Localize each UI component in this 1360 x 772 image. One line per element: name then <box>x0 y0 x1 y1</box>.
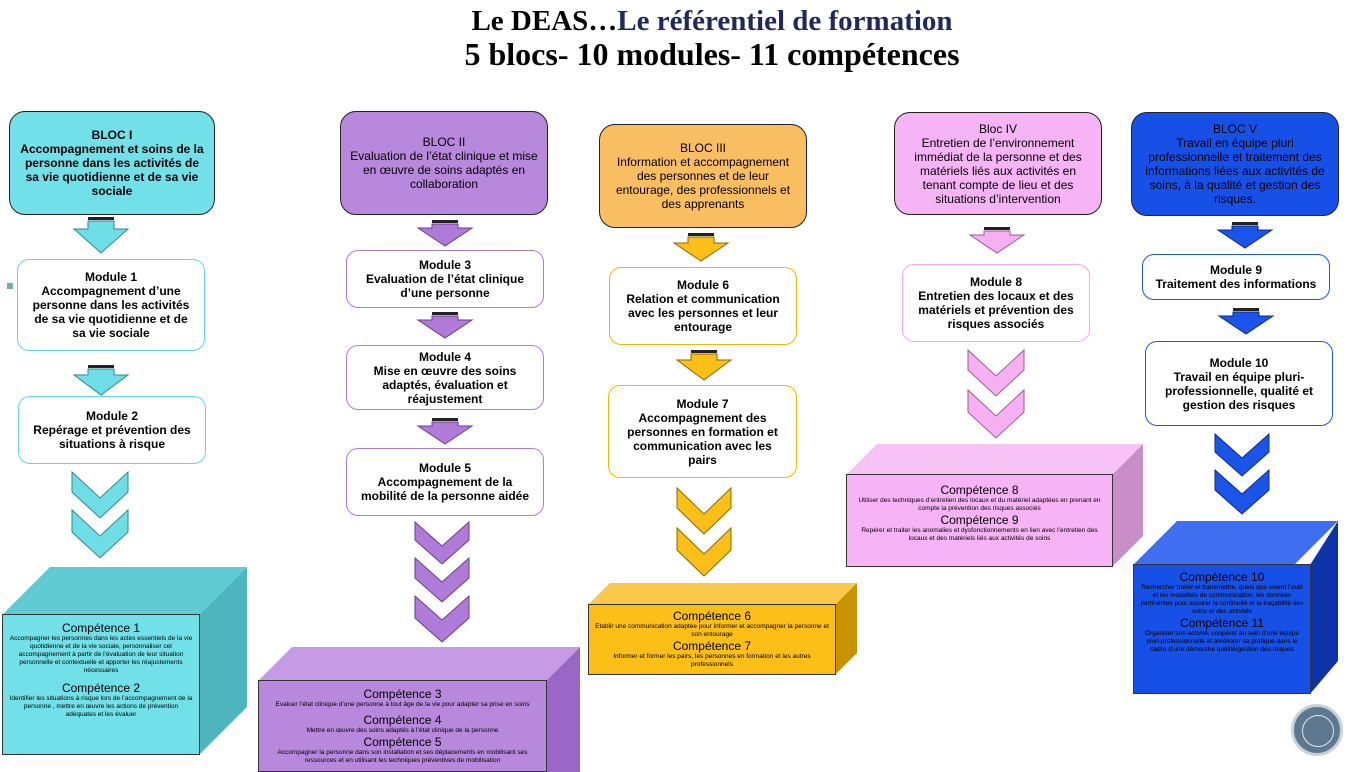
competence-3-desc: Evaluer l’état clinique d’une personne à… <box>275 701 530 708</box>
competence-2-title: Compétence 2 <box>61 681 141 695</box>
module-2-card: Module 2 Repérage et prévention des situ… <box>18 396 206 464</box>
arrow-down-icon <box>1216 222 1274 249</box>
double-chevron-down-icon <box>71 470 129 559</box>
module-7-card: Module 7 Accompagnement des personnes en… <box>608 385 797 478</box>
competence-9-desc: Repérer et traiter les anomalies et dysf… <box>861 527 1098 542</box>
module-5-card: Module 5 Accompagnement de la mobilité d… <box>346 448 544 516</box>
arrow-down-icon <box>72 365 130 396</box>
title-line-2: 5 blocs- 10 modules- 11 compétences <box>464 36 960 72</box>
bloc-5-desc: Travail en équipe pluri professionnelle … <box>1145 136 1325 206</box>
module-7-name: Accompagnement des personnes en formatio… <box>627 410 778 467</box>
double-chevron-down-icon <box>967 348 1025 439</box>
module-2-number: Module 2 <box>85 409 138 423</box>
bloc-4-title: Bloc IV <box>978 121 1017 136</box>
title-part-2: Le référentiel de formation <box>617 5 953 37</box>
competence-8-title: Compétence 8 <box>940 483 1019 497</box>
module-8-card: Module 8 Entretien des locaux et des mat… <box>902 264 1090 342</box>
bloc-1-desc: Accompagnement et soins de la personne d… <box>20 142 204 198</box>
module-3-number: Module 3 <box>418 258 471 272</box>
competence-6-desc: Etablir une communication adaptée pour i… <box>595 623 829 638</box>
competence-1-title: Compétence 1 <box>61 621 141 635</box>
module-8-number: Module 8 <box>969 275 1022 289</box>
competence-5-title: Compétence 5 <box>363 735 442 749</box>
arrow-down-icon <box>416 418 474 445</box>
competence-cube-2: Compétence 3 Evaluer l’état clinique d’u… <box>258 647 580 772</box>
bloc-1: BLOC I Accompagnement et soins de la per… <box>9 111 215 215</box>
competence-9-title: Compétence 9 <box>940 513 1019 527</box>
bloc-2-desc: Evaluation de l’état clinique et mise en… <box>350 149 538 191</box>
logo <box>1291 704 1343 756</box>
competence-1-desc: Accompagner les personnes dans les actes… <box>9 635 193 674</box>
module-1-number: Module 1 <box>84 270 137 284</box>
arrow-down-icon <box>416 312 474 339</box>
bloc-3-title: BLOC III <box>679 141 726 155</box>
competence-cube-4: Compétence 8 Utiliser des techniques d’e… <box>846 444 1143 567</box>
competence-7-title: Compétence 7 <box>672 639 752 653</box>
competence-6-title: Compétence 6 <box>672 609 752 623</box>
bloc-3: BLOC III Information et accompagnement d… <box>599 124 807 228</box>
module-7-number: Module 7 <box>676 396 729 411</box>
competence-11-desc: Organiser son activité, coopérer au sein… <box>1145 630 1299 653</box>
arrow-down-icon <box>1217 308 1275 335</box>
bloc-4-desc: Entretien de l’environnement immédiat de… <box>914 135 1082 206</box>
bloc-2: BLOC II Evaluation de l’état clinique et… <box>340 111 548 215</box>
module-4-name: Mise en œuvre des soins adaptés, évaluat… <box>373 363 517 406</box>
double-chevron-down-icon <box>1214 432 1270 515</box>
arrow-down-icon <box>675 350 733 381</box>
bloc-5-title: BLOC V <box>1212 122 1257 136</box>
module-10-name: Travail en équipe pluri-professionnelle,… <box>1164 369 1314 412</box>
title-part-1: Le DEAS… <box>471 5 618 37</box>
competence-cube-1: Compétence 1 Accompagner les personnes d… <box>2 567 247 755</box>
competence-cube-3: Compétence 6 Etablir une communication a… <box>588 583 857 675</box>
competence-8-desc: Utiliser des techniques d’entretien des … <box>858 497 1101 512</box>
competence-10-title: Compétence 10 <box>1179 570 1265 584</box>
module-4-card: Module 4 Mise en œuvre des soins adaptés… <box>346 345 544 410</box>
module-9-number: Module 9 <box>1209 263 1262 277</box>
module-3-name: Evaluation de l’état clinique d’une pers… <box>365 272 525 300</box>
module-10-number: Module 10 <box>1209 355 1269 370</box>
module-10-card: Module 10 Travail en équipe pluri-profes… <box>1145 341 1333 426</box>
arrow-down-icon <box>416 220 474 247</box>
competence-3-title: Compétence 3 <box>363 687 442 701</box>
bloc-3-desc: Information et accompagnement des person… <box>615 155 791 211</box>
module-6-name: Relation et communication avec les perso… <box>626 292 780 334</box>
arrow-down-icon <box>968 227 1026 254</box>
module-6-card: Module 6 Relation et communication avec … <box>609 267 797 345</box>
bloc-5: BLOC V Travail en équipe pluri professio… <box>1131 112 1339 216</box>
competence-2-desc: Identifier les situations à risque lors … <box>9 695 193 718</box>
module-6-number: Module 6 <box>676 278 729 292</box>
bloc-4: Bloc IV Entretien de l’environnement imm… <box>894 112 1102 215</box>
competence-cube-5: Compétence 10 Rechercher traiter et tran… <box>1133 521 1338 694</box>
module-1-card: Module 1 Accompagnement d’une personne d… <box>17 259 205 351</box>
competence-4-desc: Mettre en œuvre des soins adaptés à l’ét… <box>306 727 499 734</box>
bloc-2-title: BLOC II <box>422 135 466 149</box>
competence-11-title: Compétence 11 <box>1180 616 1264 630</box>
module-5-number: Module 5 <box>418 461 471 475</box>
triple-chevron-down-icon <box>414 520 470 643</box>
arrow-down-icon <box>672 233 730 262</box>
module-3-card: Module 3 Evaluation de l’état clinique d… <box>346 250 544 308</box>
module-4-number: Module 4 <box>418 349 471 364</box>
module-2-name: Repérage et prévention des situations à … <box>33 423 191 451</box>
module-9-name: Traitement des informations <box>1155 277 1317 291</box>
competence-4-title: Compétence 4 <box>363 713 442 727</box>
arrow-down-icon <box>72 217 130 254</box>
bullet-marker <box>7 283 13 289</box>
module-1-name: Accompagnement d’une personne dans les a… <box>32 284 190 340</box>
title-line-1: Le DEAS…Le référentiel de formation <box>0 5 1360 38</box>
double-chevron-down-icon <box>676 486 732 577</box>
competence-7-desc: Informer et former les pairs, les person… <box>613 653 811 668</box>
competence-5-desc: Accompagner la personne dans son install… <box>277 749 528 764</box>
bloc-1-title: BLOC I <box>91 128 133 142</box>
competence-10-desc: Rechercher traiter et transmettre, quels… <box>1140 584 1304 615</box>
module-8-name: Entretien des locaux et des matériels et… <box>918 289 1074 331</box>
module-5-name: Accompagnement de la mobilité de la pers… <box>360 475 530 503</box>
module-9-card: Module 9 Traitement des informations <box>1142 254 1330 300</box>
